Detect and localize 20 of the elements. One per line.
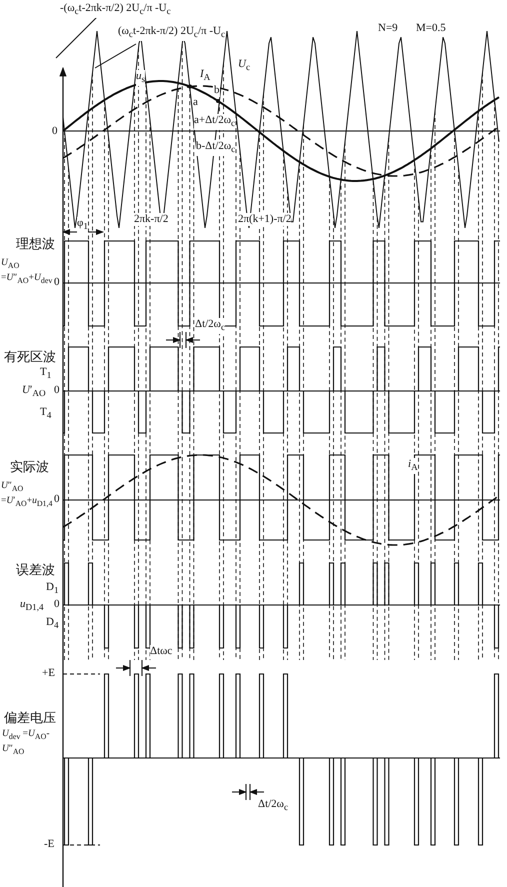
dimension-label: Δtωc [150,645,172,658]
point-label: a+Δt/2ω$_{c}$ [194,114,236,130]
dimension-label: Δt/2ω$_{c}$ [195,318,226,334]
leader-line [94,44,136,68]
point-label: b [214,84,220,97]
formula-label: -(ω$_{c}$t-2πk-π/2) 2U$_{c}$/π -U$_{c}$ [60,2,171,18]
time-label: 2π(k+1)-π/2 [238,213,292,226]
leader-line [56,16,98,58]
waveform-title: 有死区波 [4,350,56,363]
waveform-title: 误差波 [16,563,55,576]
curve-label: i$_{A}$ [408,458,418,474]
waveform-title: 偏差电压 [4,711,56,724]
curve-label: u$_{s}$ [136,70,146,86]
waveform-title: 理想波 [16,237,55,250]
waveform-title: 实际波 [10,460,49,473]
axis-label: U″$_{AO}$ =U′$_{AO}$+u$_{D1,4}$ [1,480,51,510]
dimension-label: φ$_{1}$ [77,217,88,234]
time-label: 2πk-π/2 [134,213,168,226]
point-label: b-Δt/2ω$_{c}$ [196,140,236,156]
formula-label: (ω$_{c}$t-2πk-π/2) 2U$_{c}$/π -U$_{c}$ [118,25,226,42]
